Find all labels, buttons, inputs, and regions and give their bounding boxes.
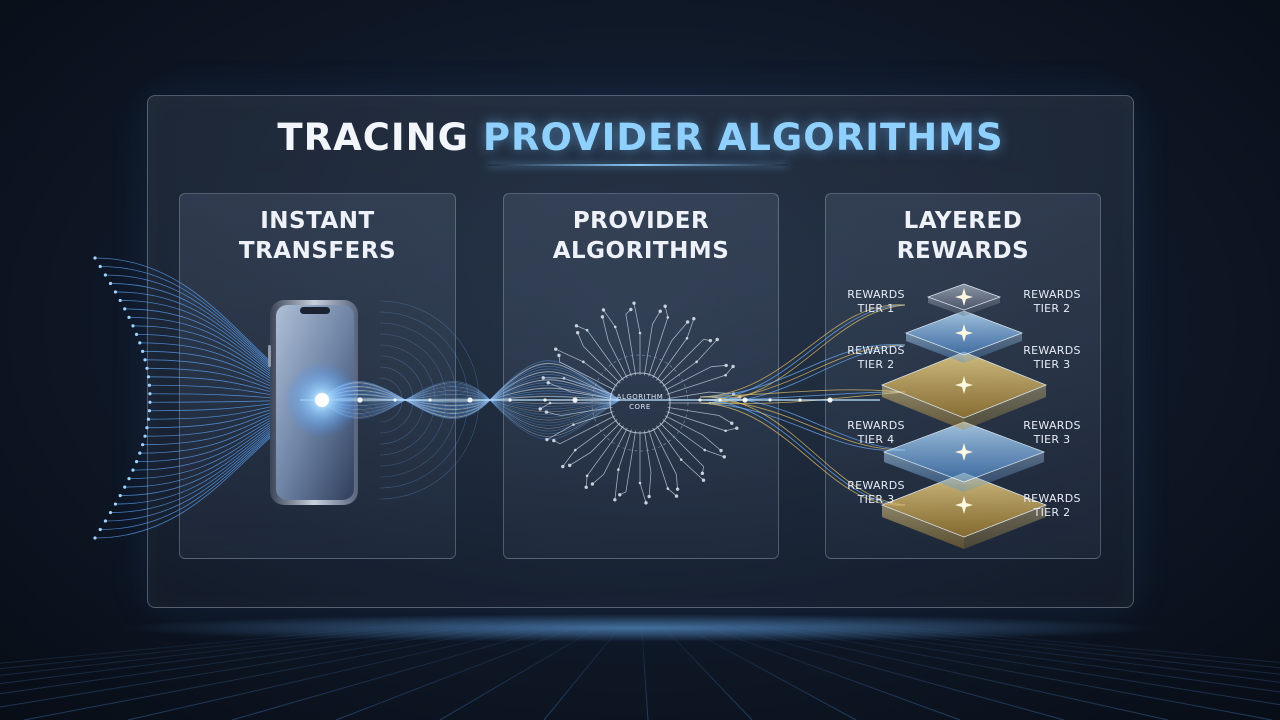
floor-grid-line <box>0 611 583 708</box>
algorithm-core-label-line-2: CORE <box>629 403 651 411</box>
tier-label-left-2: REWARDS TIER 2 <box>831 344 921 372</box>
title-underline-glow <box>488 164 788 166</box>
floor-grid-line <box>640 611 649 720</box>
tier-label-right-2-line-1: REWARDS <box>1023 344 1081 357</box>
floor-grid-line <box>439 611 625 720</box>
tier-label-right-2: REWARDS TIER 3 <box>1007 344 1097 372</box>
tier-label-left-2-line-1: REWARDS <box>847 344 905 357</box>
card-3-heading-line-2: REWARDS <box>896 238 1030 264</box>
tier-label-right-3-line-2: TIER 3 <box>1033 433 1071 446</box>
title-part-tracing: TRACING <box>277 116 469 159</box>
tier-label-right-3: REWARDS TIER 3 <box>1007 419 1097 447</box>
layered-rewards-heading: LAYERED REWARDS <box>826 206 1100 266</box>
floor-grid-line <box>723 611 1280 675</box>
floor-grid-line <box>127 611 600 720</box>
tier-label-left-1-line-2: TIER 1 <box>857 302 895 315</box>
tier-label-left-3-line-1: REWARDS <box>847 419 905 432</box>
tier-label-right-1: REWARDS TIER 2 <box>1007 288 1097 316</box>
tier-label-left-4: REWARDS TIER 3 <box>831 479 921 507</box>
floor-grid-line <box>665 611 961 720</box>
floor-grid-line <box>715 611 1280 683</box>
floor-grid-line <box>690 611 1273 720</box>
card-3-heading-line-1: LAYERED <box>903 208 1023 234</box>
provider-algorithms-card: PROVIDER ALGORITHMS <box>503 193 779 559</box>
algorithm-core-label-line-1: ALGORITHM <box>616 393 664 401</box>
floor-grid-line <box>23 611 591 720</box>
floor-grid-line <box>732 611 1280 669</box>
floor-grid-line <box>0 611 575 695</box>
floor-grid-line <box>0 611 566 685</box>
floor-grid-line <box>740 611 1280 663</box>
floor-grid-line <box>0 611 550 670</box>
floor-grid-line <box>682 611 1169 720</box>
tier-label-right-4-line-2: TIER 2 <box>1033 506 1071 519</box>
tier-label-right-3-line-1: REWARDS <box>1023 419 1081 432</box>
floor-grid-line <box>707 611 1280 693</box>
tier-label-left-3: REWARDS TIER 4 <box>831 419 921 447</box>
tier-label-left-2-line-2: TIER 2 <box>857 358 895 371</box>
floor-grid-line <box>543 611 633 720</box>
card-2-heading-line-2: ALGORITHMS <box>552 238 730 264</box>
tier-label-right-1-line-2: TIER 2 <box>1033 302 1071 315</box>
title-part-provider-algorithms: PROVIDER ALGORITHMS <box>482 116 1004 159</box>
card-2-heading-line-1: PROVIDER <box>572 208 710 234</box>
tier-label-left-1-line-1: REWARDS <box>847 288 905 301</box>
tier-label-left-1: REWARDS TIER 1 <box>831 288 921 316</box>
floor-grid-line <box>648 611 753 720</box>
tier-label-left-3-line-2: TIER 4 <box>857 433 895 446</box>
instant-transfers-heading: INSTANT TRANSFERS <box>180 206 455 266</box>
provider-algorithms-heading: PROVIDER ALGORITHMS <box>504 206 778 266</box>
card-1-heading-line-2: TRANSFERS <box>238 238 397 264</box>
tier-label-right-1-line-1: REWARDS <box>1023 288 1081 301</box>
tier-label-right-4: REWARDS TIER 2 <box>1007 492 1097 520</box>
floor-grid-line <box>0 611 558 676</box>
tier-label-right-2-line-2: TIER 3 <box>1033 358 1071 371</box>
page-title: TRACING PROVIDER ALGORITHMS <box>148 116 1133 159</box>
floor-grid-line <box>698 611 1280 706</box>
tier-label-right-4-line-1: REWARDS <box>1023 492 1081 505</box>
tier-label-left-4-line-2: TIER 3 <box>857 493 895 506</box>
floor-grid-line <box>0 611 541 664</box>
instant-transfers-card: INSTANT TRANSFERS <box>179 193 456 559</box>
card-1-heading-line-1: INSTANT <box>260 208 375 234</box>
algorithm-core-label: ALGORITHM CORE <box>600 392 680 412</box>
floor-grid-line <box>673 611 1065 720</box>
tier-label-left-4-line-1: REWARDS <box>847 479 905 492</box>
floor-grid-line <box>335 611 616 720</box>
floor-grid-line <box>231 611 608 720</box>
floor-grid-line <box>657 611 857 720</box>
